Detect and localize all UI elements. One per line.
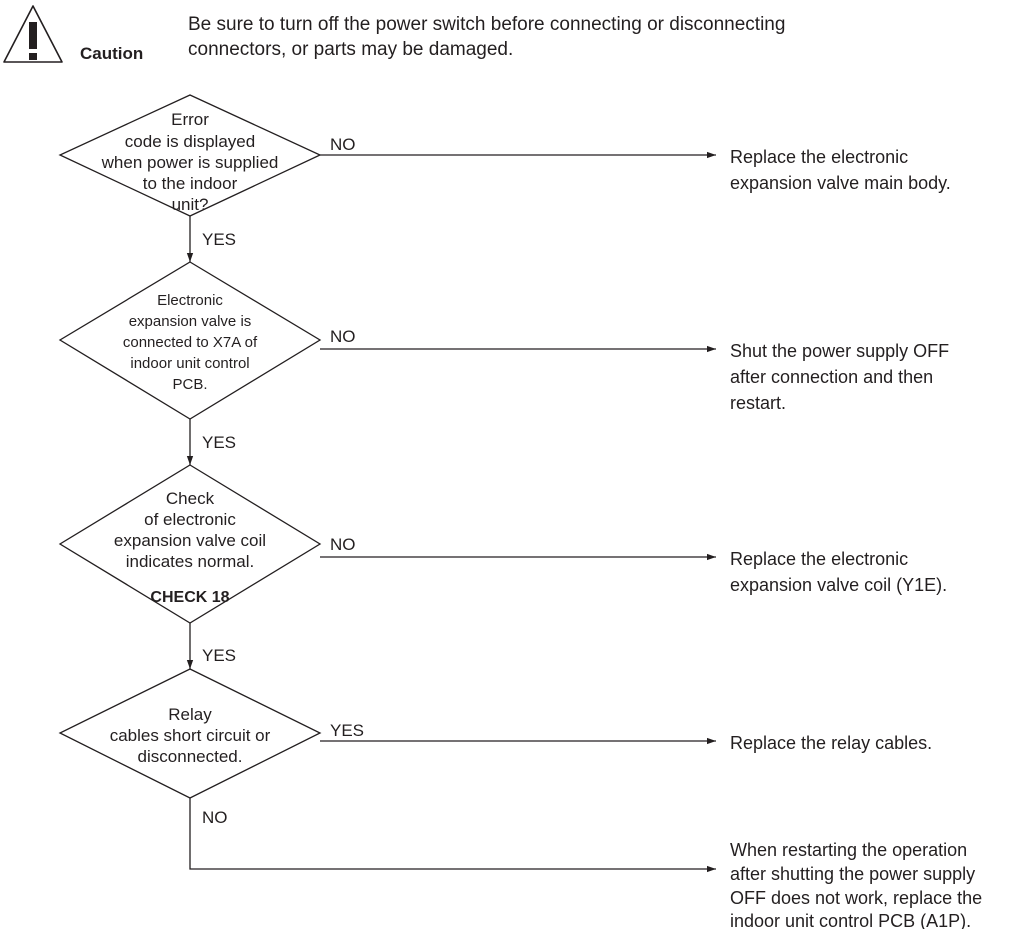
svg-text:Relay: Relay: [168, 705, 212, 724]
decision-question: Electronic expansion valve is connected …: [123, 292, 258, 393]
svg-text:unit?: unit?: [172, 195, 209, 214]
down-label: YES: [202, 433, 236, 452]
action-text-line: expansion valve main body.: [730, 173, 951, 193]
svg-text:OFF does not work, replace the: OFF does not work, replace the: [730, 888, 982, 908]
svg-text:Check: Check: [166, 489, 215, 508]
down-label: NO: [202, 808, 228, 827]
svg-text:cables short circuit or: cables short circuit or: [110, 726, 271, 745]
caution-text-line: connectors, or parts may be damaged.: [188, 39, 513, 60]
svg-text:after shutting the power suppl: after shutting the power supply: [730, 864, 975, 884]
svg-text:code is displayed: code is displayed: [125, 132, 255, 151]
svg-text:indicates normal.: indicates normal.: [126, 552, 255, 571]
down-label: YES: [202, 646, 236, 665]
action-text-line: Shut the power supply OFF: [730, 341, 949, 361]
action-text-line: Replace the electronic: [730, 549, 908, 569]
down-label: YES: [202, 230, 236, 249]
action-text-line: expansion valve coil (Y1E).: [730, 575, 947, 595]
svg-text:when power is supplied: when power is supplied: [101, 153, 279, 172]
action-text-line: restart.: [730, 393, 786, 413]
svg-text:of electronic: of electronic: [144, 510, 236, 529]
svg-text:Electronic: Electronic: [157, 292, 223, 309]
svg-text:disconnected.: disconnected.: [138, 747, 243, 766]
svg-text:PCB.: PCB.: [172, 376, 207, 393]
action-text-line: Replace the relay cables.: [730, 733, 932, 753]
branch-label: NO: [330, 327, 356, 346]
branch-label: NO: [330, 535, 356, 554]
decision-diamond: [58, 464, 322, 624]
caution-label: Caution: [80, 44, 143, 63]
action-text-line: Replace the electronic: [730, 147, 908, 167]
svg-text:connected to X7A of: connected to X7A of: [123, 334, 258, 351]
svg-text:to the indoor: to the indoor: [143, 174, 238, 193]
decision-question: Error code is displayed when power is su…: [101, 110, 279, 214]
decision-diamond: [58, 94, 322, 217]
branch-label: YES: [330, 721, 364, 740]
svg-text:expansion valve is: expansion valve is: [129, 313, 252, 330]
decision-question: Check of electronic expansion valve coil…: [114, 489, 266, 571]
final-action: When restarting the operation after shut…: [730, 840, 982, 929]
action-text-line: after connection and then: [730, 367, 933, 387]
decision-diamond: [58, 261, 322, 420]
caution-text-line: Be sure to turn off the power switch bef…: [188, 14, 785, 35]
branch-label: NO: [330, 135, 356, 154]
flow-arrow-final: [189, 798, 716, 873]
caution-icon: [3, 5, 63, 63]
svg-text:indoor unit control PCB (A1P).: indoor unit control PCB (A1P).: [730, 911, 971, 929]
decision-diamond: [58, 668, 322, 799]
svg-text:indoor unit control: indoor unit control: [130, 355, 249, 372]
check-reference: CHECK 18: [150, 589, 229, 606]
svg-text:expansion valve coil: expansion valve coil: [114, 531, 266, 550]
svg-text:When restarting the operation: When restarting the operation: [730, 840, 967, 860]
svg-text:Error: Error: [171, 110, 209, 129]
decision-question: Relay cables short circuit or disconnect…: [110, 705, 271, 766]
